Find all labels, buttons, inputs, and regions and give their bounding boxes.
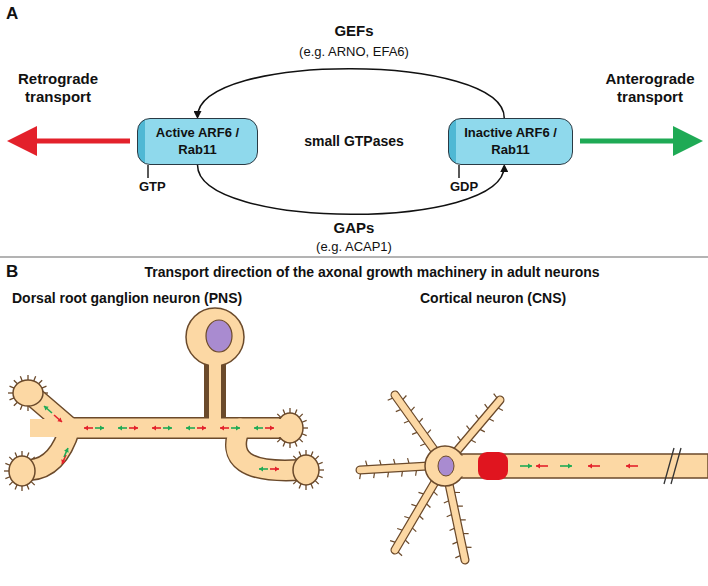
annotation: (e.g. ACAP1) bbox=[316, 239, 392, 255]
annotation: (e.g. ARNO, EFA6) bbox=[299, 44, 409, 60]
enzyme-label: GEFs bbox=[334, 22, 373, 40]
drg-neuron bbox=[4, 308, 324, 491]
anterograde-arrow bbox=[580, 139, 688, 144]
gtpase-box: Active ARF6 / Rab11 bbox=[137, 118, 258, 165]
gtpase-box: Inactive ARF6 / Rab11 bbox=[448, 118, 573, 165]
annotation: Dorsal root ganglion neuron (PNS) bbox=[12, 290, 242, 307]
box-label: Inactive ARF6 / Rab11 bbox=[463, 125, 559, 158]
annotation: small GTPases bbox=[304, 133, 404, 150]
panel-letter: B bbox=[6, 262, 18, 282]
annotation: Anterograde transport bbox=[595, 70, 705, 106]
retrograde-arrow bbox=[22, 139, 130, 144]
annotation: GDP bbox=[450, 179, 478, 195]
panel-divider bbox=[0, 256, 708, 258]
annotation: Transport direction of the axonal growth… bbox=[144, 264, 599, 281]
box-label: Active ARF6 / Rab11 bbox=[150, 125, 246, 158]
gtp-stem bbox=[147, 165, 149, 178]
cortical-neuron bbox=[360, 394, 708, 560]
annotation: Cortical neuron (CNS) bbox=[420, 290, 566, 307]
annotation: GTP bbox=[139, 179, 166, 195]
cycle-arrow bbox=[198, 165, 505, 214]
enzyme-label: GAPs bbox=[334, 219, 375, 237]
panel-letter: A bbox=[6, 4, 18, 24]
gdp-stem bbox=[458, 165, 460, 178]
annotation: Retrograde transport bbox=[8, 70, 108, 106]
cycle-arrow bbox=[198, 69, 505, 118]
